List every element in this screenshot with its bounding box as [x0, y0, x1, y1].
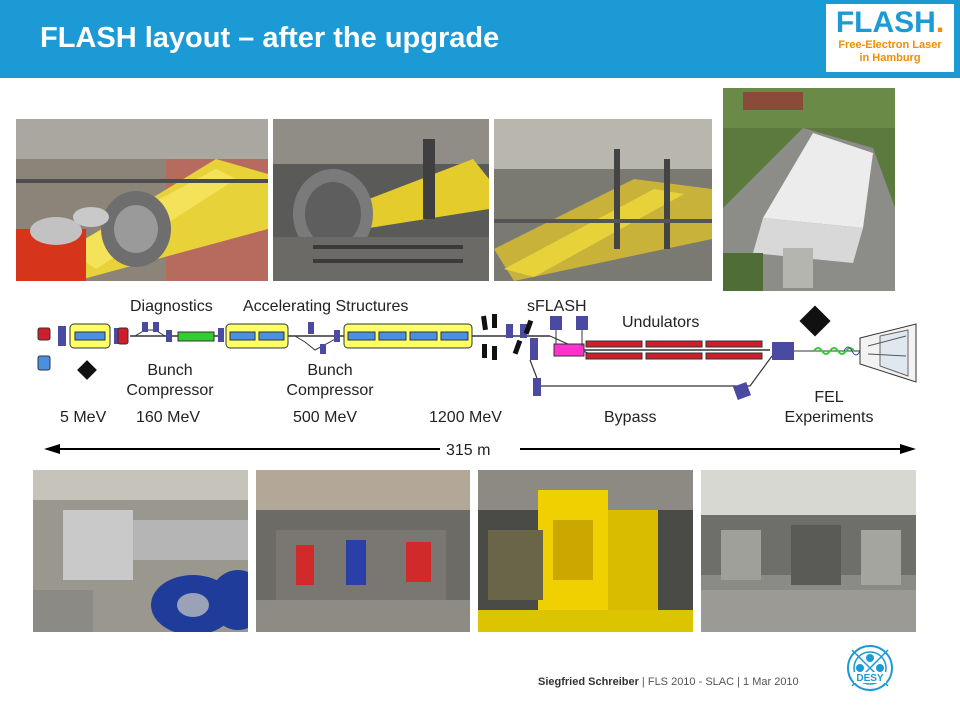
photon-beam	[813, 347, 855, 355]
acc-cavity-7	[440, 331, 469, 341]
photo-bunch-compressor	[273, 119, 489, 281]
gun-solenoid-icon	[58, 326, 66, 346]
photo-experimental-hall	[701, 470, 916, 632]
experiment-beam-1	[867, 335, 907, 347]
label-fel-experiments: FEL Experiments	[770, 388, 888, 428]
photo-building-aerial	[723, 88, 895, 291]
desy-logo: DESY	[846, 644, 894, 707]
collimator-5	[512, 339, 523, 355]
sflash-quad-1	[550, 316, 562, 330]
photo-injector	[33, 470, 248, 632]
laser-icon	[37, 355, 51, 371]
collimator-2	[492, 314, 497, 328]
length-arrow-left	[44, 444, 60, 454]
bc3-dipole-1	[308, 322, 314, 334]
desy-logo-text: DESY	[856, 673, 884, 684]
label-bunch-1: Bunch	[147, 362, 193, 379]
collimation-quad-2	[520, 324, 527, 338]
bypass-dipole-1	[533, 378, 541, 396]
acc-cavity-5	[378, 331, 407, 341]
collimation-quad-1	[506, 324, 513, 338]
acc-cavity-4	[347, 331, 376, 341]
label-energy-160mev: 160 MeV	[136, 409, 201, 426]
dump-icon	[77, 360, 97, 380]
photo-undulator-modules	[478, 470, 693, 632]
bc3-dipole-2	[320, 344, 326, 354]
collimator-1	[481, 315, 488, 331]
dump-dipole	[772, 342, 794, 360]
bc3-dipole-3	[334, 330, 340, 342]
acc-module-2-cavity	[229, 331, 256, 341]
bypass-dipole-2	[733, 382, 751, 400]
acc-module-3-cavity	[258, 331, 285, 341]
length-label-bg	[440, 438, 520, 460]
bypass-line	[529, 355, 773, 387]
main-dump-icon	[799, 305, 831, 337]
sflash-quad-2	[576, 316, 588, 330]
flash-logo-subtitle-2: in Hamburg	[859, 52, 921, 64]
photo-accelerator-tunnel	[494, 119, 712, 281]
quad-2	[218, 328, 224, 342]
third-harmonic-icon	[117, 327, 129, 345]
header-bar: FLASH layout – after the upgrade FLASH. …	[0, 0, 960, 78]
bc3-chicane	[294, 335, 341, 351]
label-fel: FEL	[814, 389, 844, 406]
flash-logo-word: FLASH	[835, 6, 936, 39]
label-experiments: Experiments	[784, 409, 874, 426]
bc2-dipole-1	[142, 322, 148, 332]
flash-logo-subtitle-1: Free-Electron Laser	[838, 39, 942, 51]
label-energy-1200mev: 1200 MeV	[429, 409, 502, 426]
sflash-undulator	[553, 343, 585, 357]
flash-logo: FLASH. Free-Electron Laser in Hamburg	[824, 2, 956, 74]
bc2-dipole-2	[153, 322, 159, 332]
bc2-chicane	[134, 329, 166, 337]
label-energy-5mev: 5 MeV	[60, 409, 107, 426]
footer-author: Siegfried Schreiber	[538, 676, 639, 688]
length-arrow-right	[900, 444, 916, 454]
beamline-schematic	[37, 305, 917, 460]
photo-beamline-hall	[256, 470, 470, 632]
undulator-row-top	[585, 340, 763, 348]
bc2-dipole-3	[166, 330, 172, 342]
experiment-beam-2	[867, 353, 907, 357]
label-energy-500mev: 500 MeV	[293, 409, 358, 426]
label-length: 315 m	[446, 442, 491, 459]
label-diagnostics: Diagnostics	[130, 298, 213, 315]
slide-title: FLASH layout – after the upgrade	[40, 22, 500, 54]
flash-logo-text: FLASH.	[826, 7, 954, 39]
label-undulators: Undulators	[622, 314, 700, 331]
label-bypass: Bypass	[604, 409, 657, 426]
rf-gun-icon	[37, 327, 51, 341]
label-compressor-2: Compressor	[286, 382, 374, 399]
label-bunch-2: Bunch	[307, 362, 353, 379]
collimator-3	[482, 344, 487, 358]
label-bunch-compressor-2: Bunch Compressor	[274, 361, 386, 401]
label-accelerating-structures: Accelerating Structures	[243, 298, 409, 315]
collimator-6	[523, 319, 534, 335]
photo-gun-module	[16, 119, 268, 281]
collimator-4	[492, 346, 497, 360]
switchyard-dipole	[530, 338, 538, 360]
label-sflash: sFLASH	[527, 298, 587, 315]
flash-logo-dot: .	[935, 6, 945, 39]
undulator-row-bottom	[585, 352, 763, 360]
footer-text: Siegfried Schreiber | FLS 2010 - SLAC | …	[538, 676, 799, 688]
footer-details: | FLS 2010 - SLAC | 1 Mar 2010	[638, 676, 799, 688]
acc-cavity-6	[409, 331, 438, 341]
acc-module-1-cavity	[74, 331, 106, 341]
label-compressor-1: Compressor	[126, 382, 214, 399]
diagnostics-section	[177, 331, 215, 342]
label-bunch-compressor-1: Bunch Compressor	[114, 361, 226, 401]
